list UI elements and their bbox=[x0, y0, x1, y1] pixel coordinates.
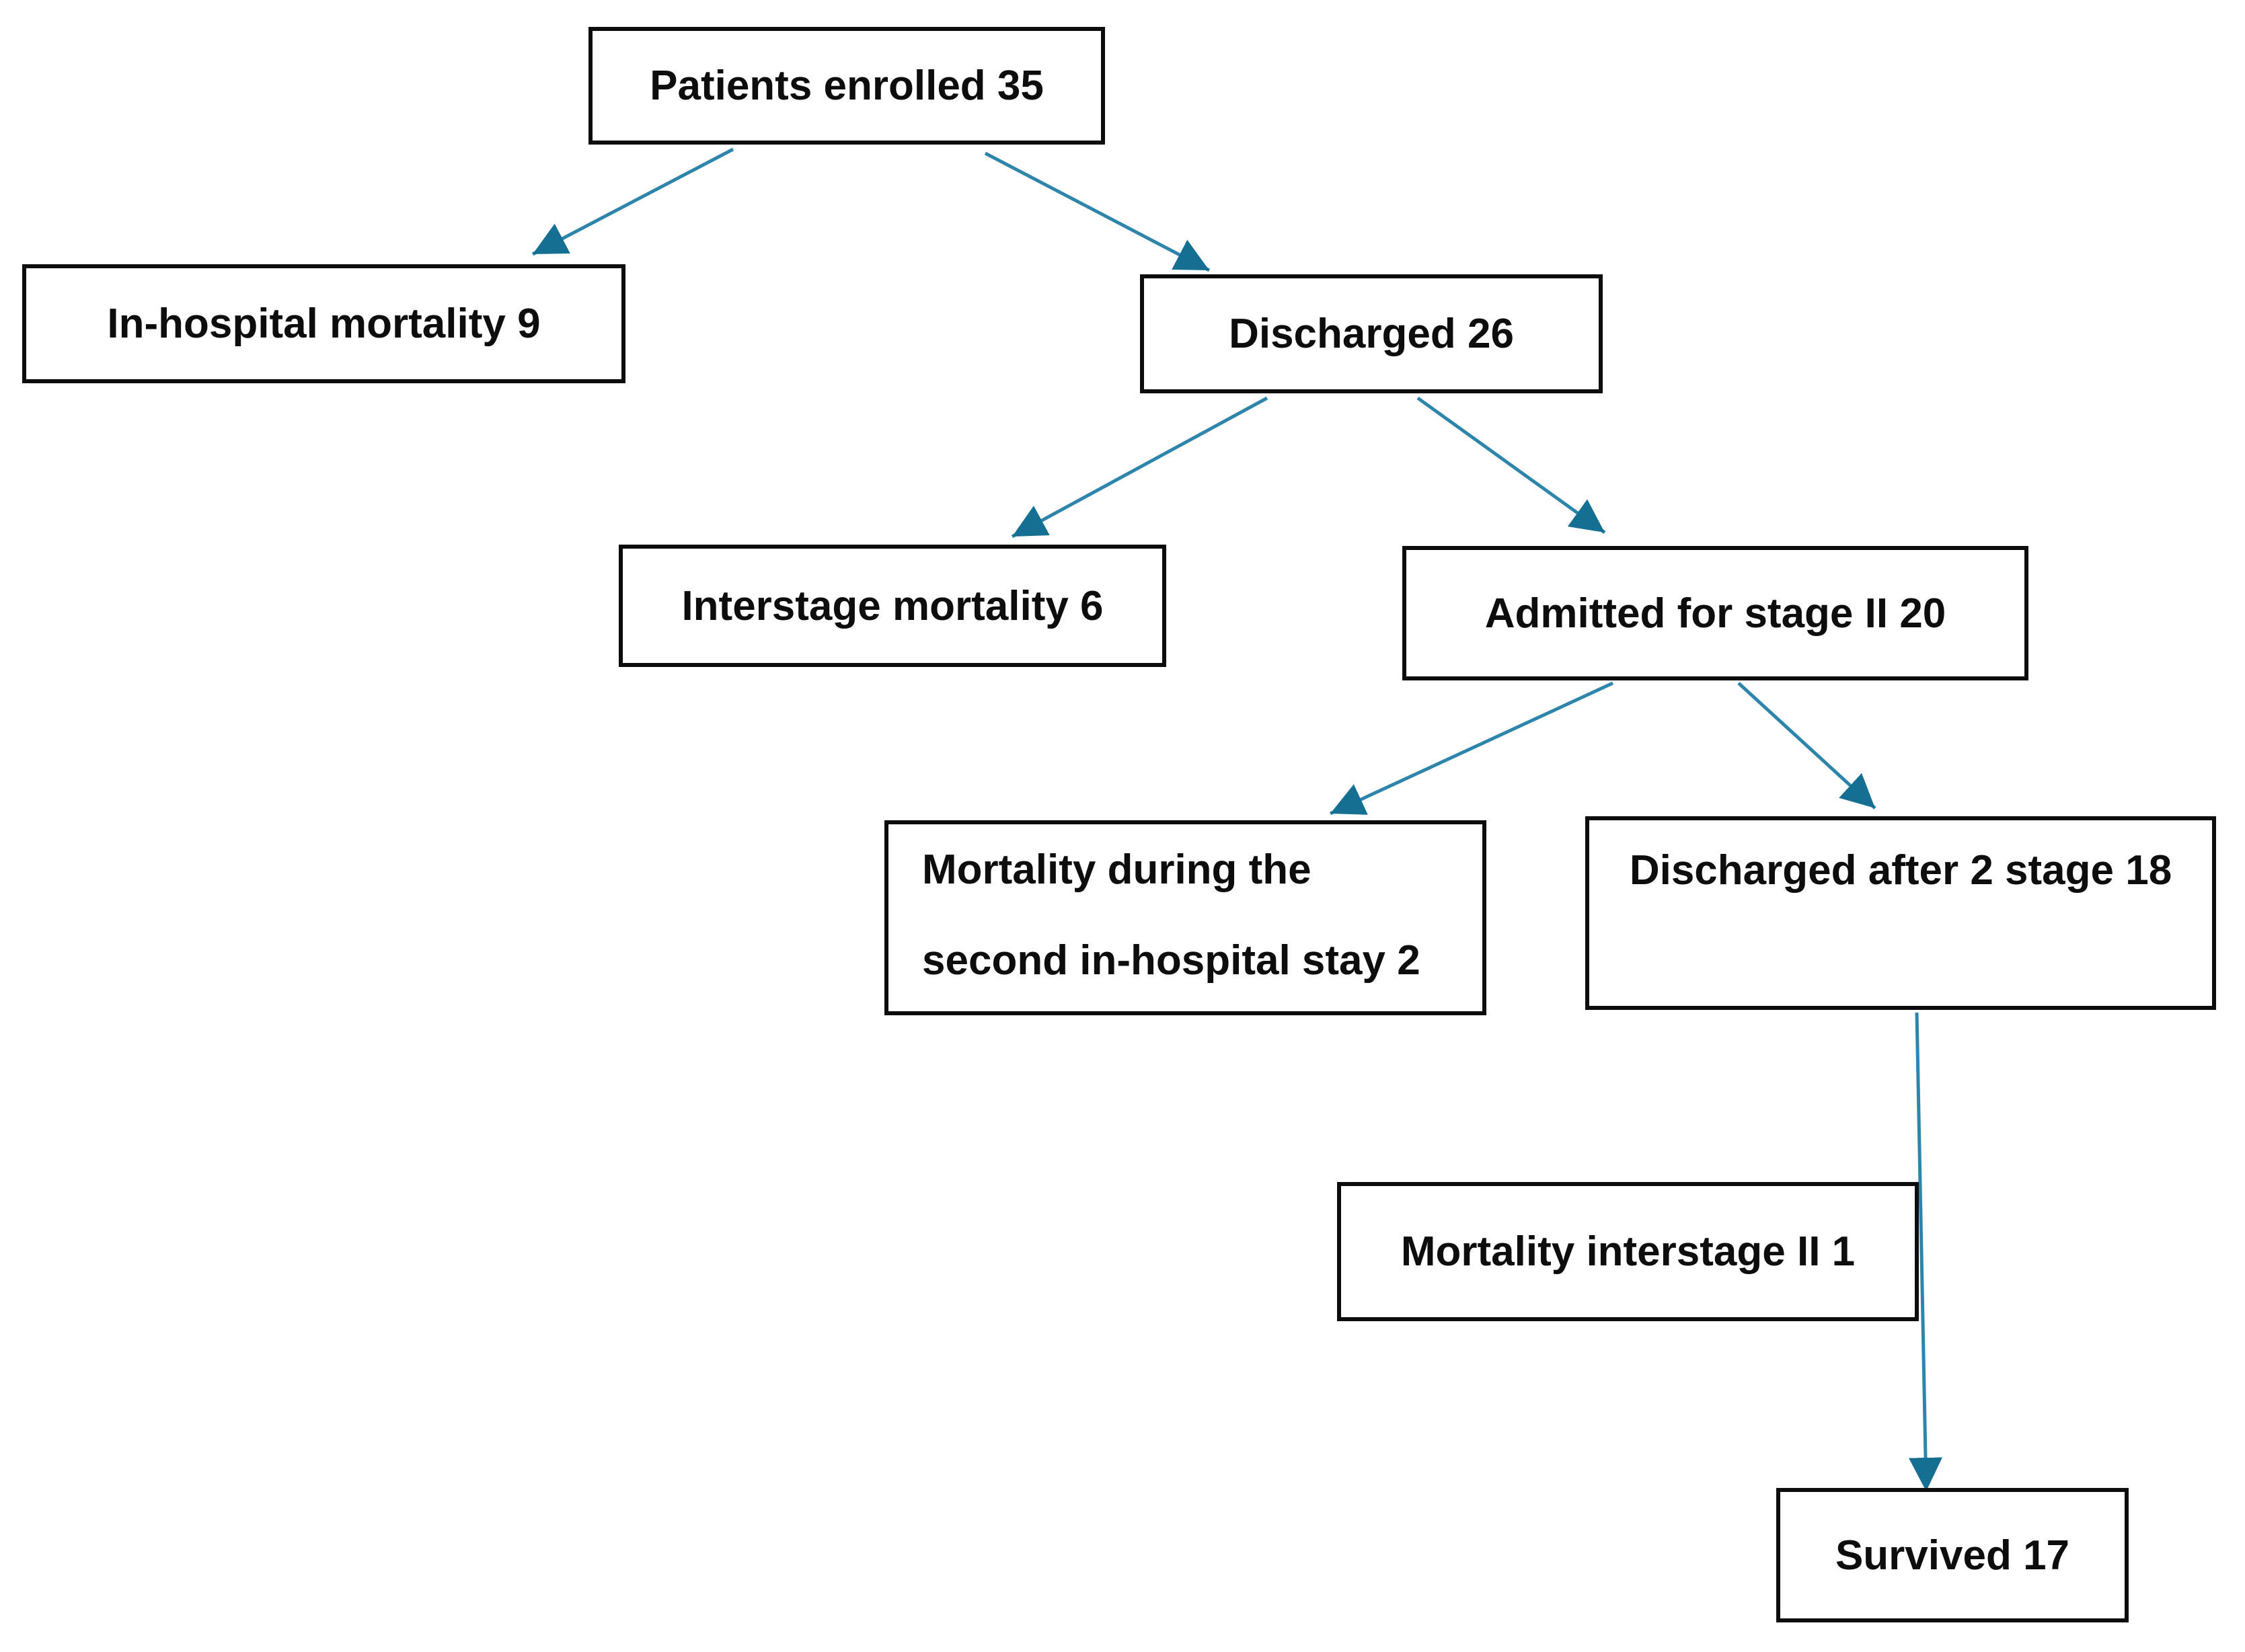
node-label: Interstage mortality 6 bbox=[681, 582, 1104, 629]
node-label: In-hospital mortality 9 bbox=[107, 301, 541, 347]
arrow-discharged-to-interstage-mortality bbox=[1011, 396, 1268, 539]
node-survived: Survived 17 bbox=[1776, 1488, 2129, 1622]
node-interstage-mortality: Interstage mortality 6 bbox=[619, 545, 1166, 667]
node-mortality-second-in-hospital-stay: Mortality during the second in-hospital … bbox=[884, 820, 1486, 1015]
node-mortality-interstage-2: Mortality interstage II 1 bbox=[1337, 1182, 1919, 1321]
arrow-admitted-to-mortality-second-stay bbox=[1329, 681, 1614, 816]
arrow-enrolled-to-discharged bbox=[984, 151, 1211, 272]
node-patients-enrolled: Patients enrolled 35 bbox=[588, 27, 1105, 145]
arrow-enrolled-to-inhospital-mortality bbox=[531, 147, 734, 256]
node-discharged-after-stage-2: Discharged after 2 stage 18 bbox=[1585, 816, 2216, 1010]
node-admitted-for-stage-2: Admitted for stage II 20 bbox=[1402, 546, 2028, 680]
node-label: Mortality interstage II 1 bbox=[1400, 1228, 1856, 1275]
node-label: Discharged after 2 stage 18 bbox=[1629, 847, 2172, 894]
node-discharged: Discharged 26 bbox=[1140, 274, 1603, 393]
node-label-line2: second in-hospital stay 2 bbox=[922, 937, 1420, 984]
node-label: Patients enrolled 35 bbox=[650, 63, 1044, 109]
node-in-hospital-mortality: In-hospital mortality 9 bbox=[22, 264, 625, 383]
arrow-discharged-to-admitted-stage2 bbox=[1416, 396, 1606, 535]
node-label: Mortality during the second in-hospital … bbox=[922, 824, 1420, 1006]
node-label-line1: Mortality during the bbox=[922, 847, 1311, 893]
arrow-admitted-to-discharged-after-stage2 bbox=[1737, 682, 1876, 810]
node-label: Admitted for stage II 20 bbox=[1484, 590, 1946, 637]
node-label: Discharged 26 bbox=[1229, 311, 1514, 357]
node-label: Survived 17 bbox=[1835, 1532, 2070, 1579]
